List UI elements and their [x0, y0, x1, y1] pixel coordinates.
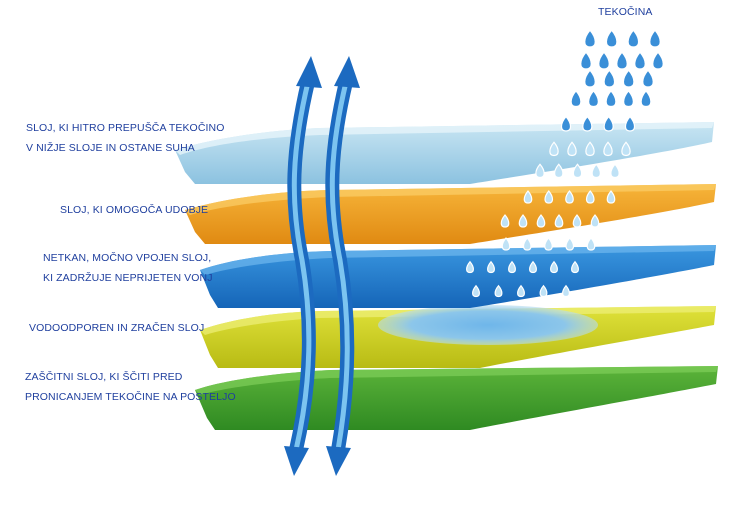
droplet-icon	[598, 51, 610, 70]
droplet-icon	[572, 214, 582, 228]
droplet-icon	[523, 190, 533, 204]
airflow-arrow-left	[284, 56, 322, 476]
droplet-icon	[565, 237, 575, 251]
droplet-icon	[603, 69, 616, 88]
layer-label-top: SLOJ, KI HITRO PREPUŠČA TEKOČINO V NIŽJE…	[26, 122, 225, 154]
droplet-icon	[622, 69, 635, 88]
droplet-icon	[606, 190, 616, 204]
droplet-icon	[466, 260, 474, 274]
droplet-icon	[588, 89, 599, 108]
droplet-icon	[565, 190, 574, 204]
layer-blue	[200, 245, 716, 308]
layer-orange	[185, 184, 716, 244]
droplet-icon	[494, 284, 503, 298]
droplet-icon	[517, 284, 525, 298]
droplet-icon	[536, 214, 546, 228]
layer-label-comfort: SLOJ, KI OMOGOČA UDOBJE	[60, 204, 209, 216]
layer-label-breathable: VODOODPOREN IN ZRAČEN SLOJ	[29, 322, 205, 334]
droplet-icon	[603, 115, 614, 132]
droplet-icon	[610, 163, 620, 179]
arrowhead-up-icon	[296, 56, 322, 88]
layer-label-absorbent: NETKAN, MOČNO VPOJEN SLOJ, KI ZADRŽUJE N…	[43, 252, 213, 284]
droplet-icon	[627, 29, 640, 48]
droplet-icon	[590, 214, 600, 228]
layer-yellow	[200, 305, 716, 368]
droplet-icon	[584, 29, 596, 48]
droplet-icon	[624, 115, 636, 132]
droplet-icon	[570, 89, 582, 108]
liquid-label: TEKOČINA	[598, 6, 653, 18]
arrowhead-up-icon	[334, 56, 360, 88]
droplet-icon	[586, 237, 596, 251]
liquid-droplets	[466, 29, 664, 298]
droplet-icon	[585, 141, 595, 157]
layer-light-blue	[175, 122, 714, 184]
droplet-icon	[500, 214, 510, 228]
droplet-icon	[634, 51, 646, 70]
droplet-icon	[501, 237, 511, 251]
droplet-icon	[567, 141, 577, 157]
droplet-icon	[652, 51, 664, 70]
layer-green	[195, 366, 718, 430]
droplet-icon	[487, 260, 495, 274]
droplet-icon	[554, 163, 564, 179]
droplet-icon	[472, 284, 480, 298]
droplet-icon	[554, 214, 564, 228]
droplet-icon	[549, 141, 559, 157]
droplet-icon	[539, 284, 548, 298]
droplet-icon	[642, 69, 654, 88]
droplet-icon	[623, 89, 634, 108]
droplet-icon	[582, 115, 593, 132]
droplet-icon	[560, 115, 572, 132]
droplet-icon	[603, 141, 613, 157]
droplet-icon	[640, 89, 652, 108]
droplet-icon	[605, 89, 617, 108]
droplet-icon	[621, 141, 631, 157]
droplet-icon	[522, 237, 532, 251]
droplet-icon	[616, 51, 628, 70]
droplet-icon	[544, 237, 553, 251]
droplet-icon	[605, 29, 618, 48]
droplet-icon	[562, 284, 570, 298]
airflow-arrow-right	[325, 56, 360, 476]
droplet-icon	[649, 29, 661, 48]
arrowhead-down-icon	[326, 446, 351, 476]
droplet-icon	[550, 260, 558, 274]
droplet-icon	[591, 163, 601, 179]
droplet-icon	[535, 163, 545, 179]
droplet-icon	[571, 260, 579, 274]
droplet-icon	[518, 214, 528, 228]
arrowhead-down-icon	[284, 446, 309, 476]
liquid-stain	[378, 305, 598, 345]
droplet-icon	[544, 190, 554, 204]
droplet-icon	[529, 260, 537, 274]
droplet-icon	[584, 69, 596, 88]
droplet-icon	[580, 51, 592, 70]
droplet-icon	[572, 163, 583, 179]
droplet-icon	[508, 260, 516, 274]
droplet-icon	[585, 190, 595, 204]
layer-label-protective: ZAŠČITNI SLOJ, KI ŠČITI PRED PRONICANJEM…	[25, 371, 236, 403]
